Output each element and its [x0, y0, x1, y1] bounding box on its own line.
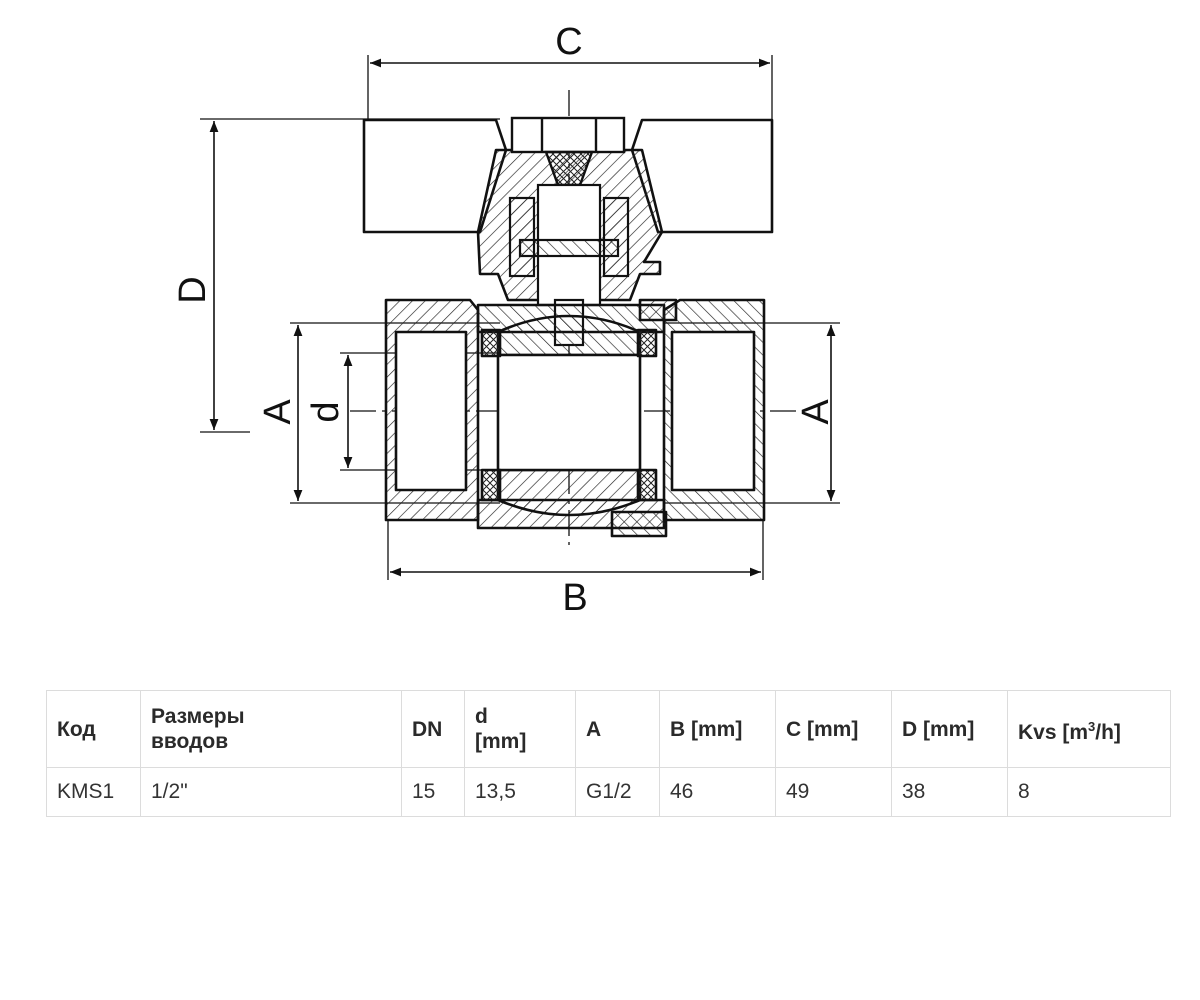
- label-a-right: A: [795, 399, 837, 425]
- header-c-mm: C [mm]: [775, 690, 892, 768]
- cell-d: 13,5: [464, 767, 576, 817]
- cell-dd: 38: [891, 767, 1008, 817]
- cell-dn: 15: [401, 767, 465, 817]
- header-a: A: [575, 690, 660, 768]
- header-dn: DN: [401, 690, 465, 768]
- label-b: B: [562, 577, 587, 619]
- valve-cross-section-drawing: C D A d A B: [172, 21, 840, 619]
- valve-body: [384, 298, 766, 538]
- header-kvs: Kvs [m3/h]: [1007, 690, 1171, 768]
- cell-kod: KMS1: [46, 767, 141, 817]
- table-row: KMS1 1/2" 15 13,5 G1/2 46 49 38 8: [46, 767, 1171, 817]
- header-b-mm: B [mm]: [659, 690, 776, 768]
- header-dd-mm: D [mm]: [891, 690, 1008, 768]
- cell-razmery: 1/2": [140, 767, 402, 817]
- cell-c: 49: [775, 767, 892, 817]
- dimension-lines: [209, 58, 836, 577]
- header-kod: Код: [46, 690, 141, 768]
- label-d-bore: d: [305, 401, 347, 422]
- cell-a: G1/2: [575, 767, 660, 817]
- label-d-height: D: [172, 276, 214, 303]
- header-d-mm: d[mm]: [464, 690, 576, 768]
- cell-kvs: 8: [1007, 767, 1171, 817]
- label-c: C: [555, 21, 582, 63]
- cell-b: 46: [659, 767, 776, 817]
- label-a-left: A: [257, 399, 299, 425]
